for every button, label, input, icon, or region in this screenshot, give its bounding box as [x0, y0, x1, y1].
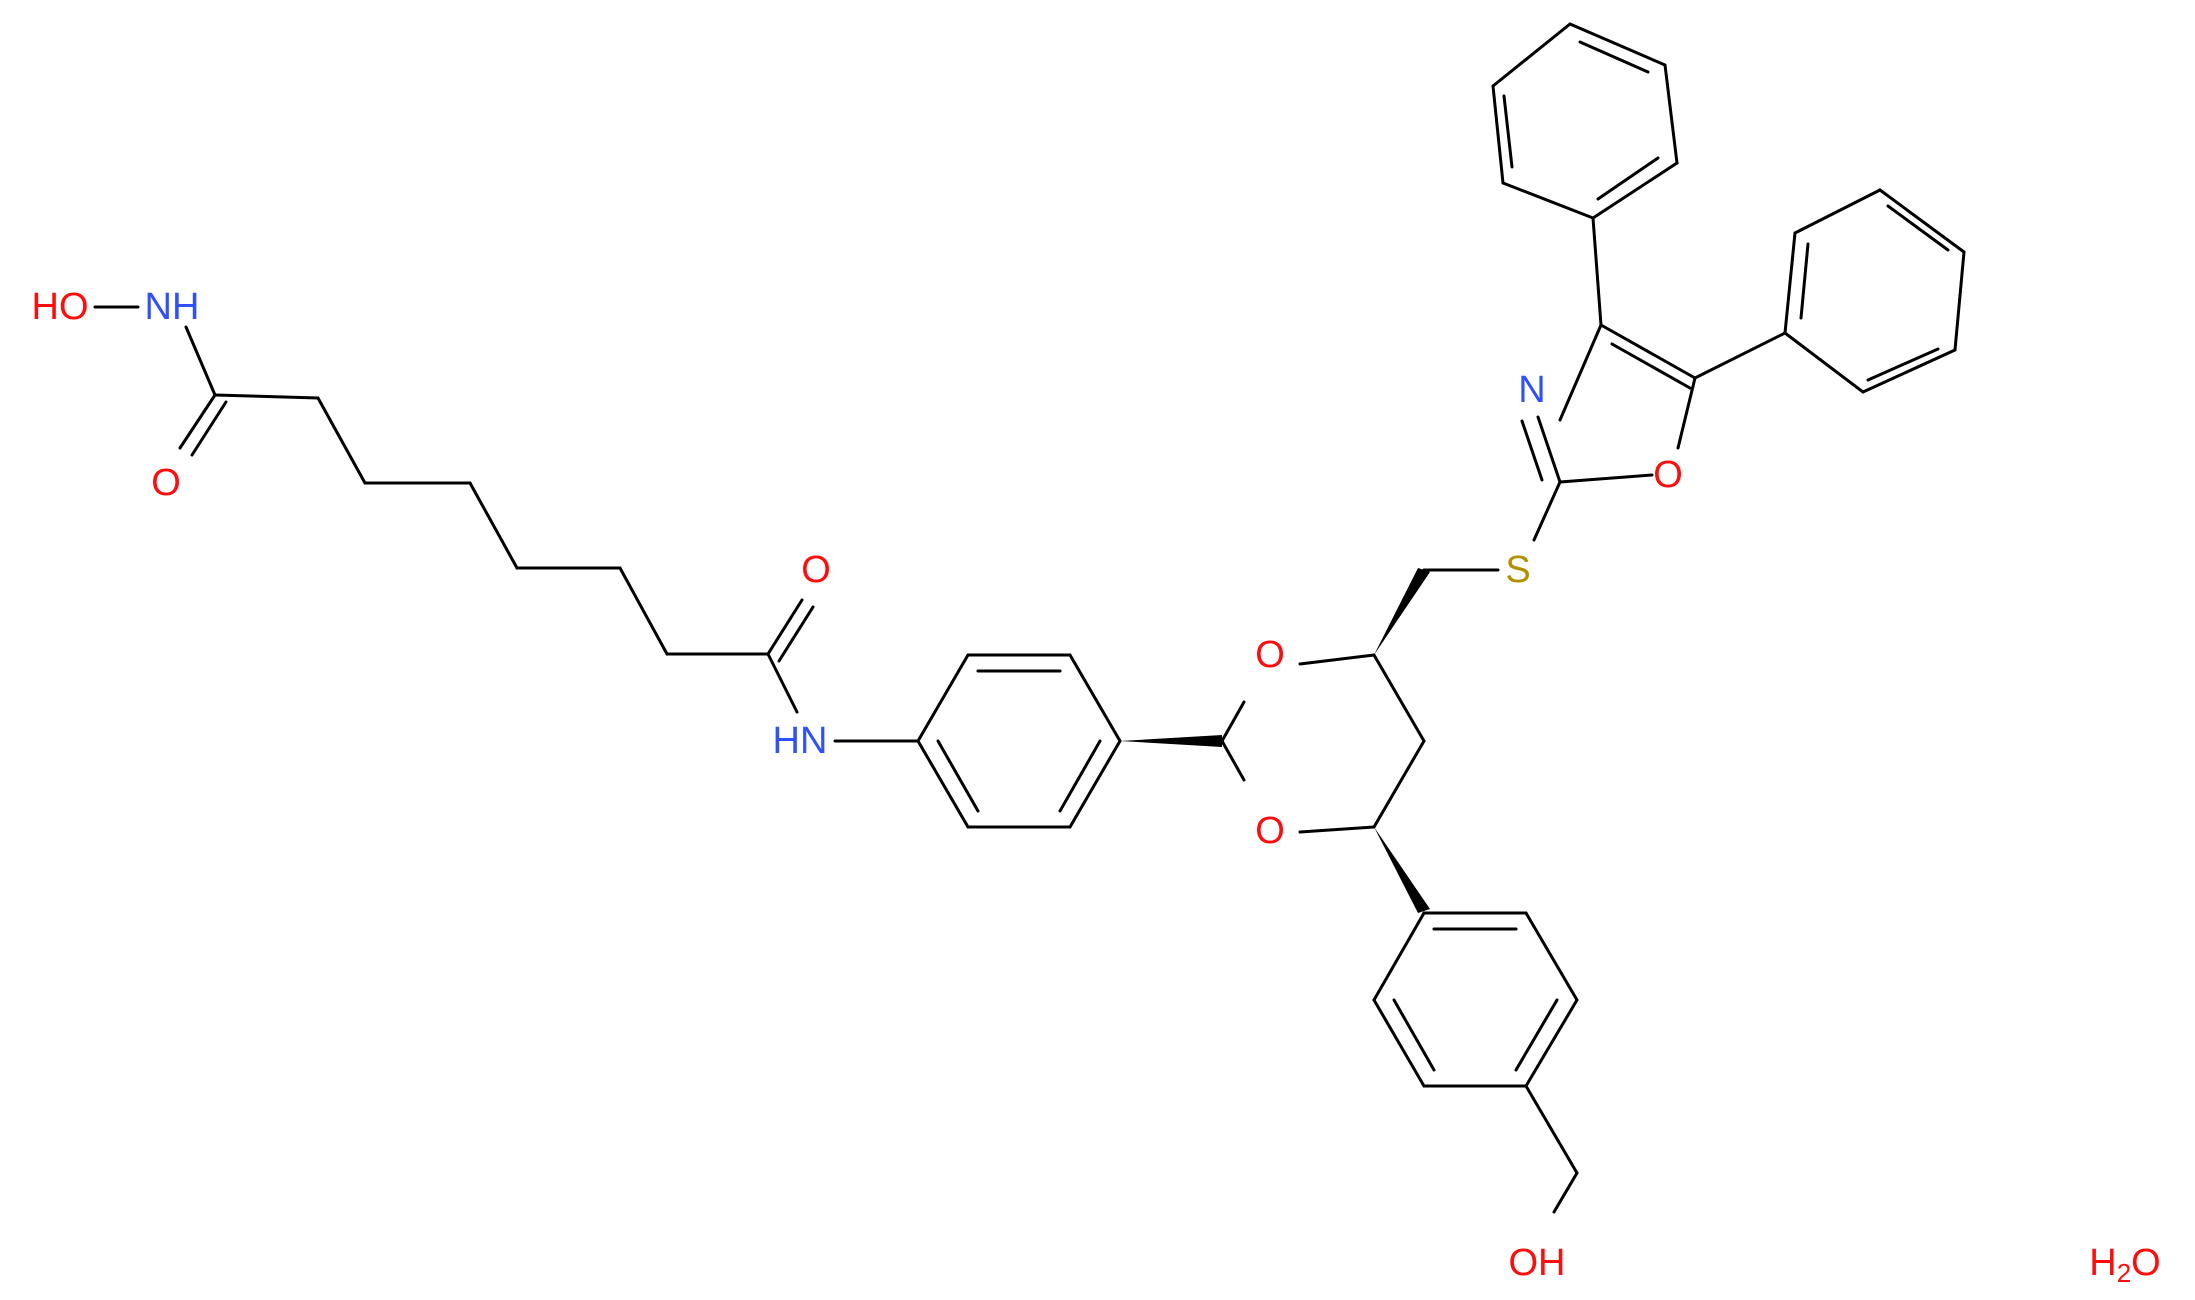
water-oxygen: O: [2131, 1242, 2161, 1284]
hydroxamic-nh-label: NH: [145, 286, 200, 328]
dioxane-oxygen-bottom-label: O: [1255, 810, 1285, 852]
water-subscript: 2: [2117, 1258, 2131, 1288]
hydroxymethyl-oh-label: OH: [1509, 1242, 1566, 1284]
bonds: [93, 22, 1966, 1214]
hydroxamic-oxygen-label: O: [151, 462, 181, 504]
oxazole-oxygen-label: O: [1653, 454, 1683, 496]
hydroxyl-label: HO: [32, 286, 89, 328]
water-hydrogen: H: [2089, 1242, 2116, 1284]
amide-nh-label: HN: [773, 720, 828, 762]
oxazole-nitrogen-label: N: [1518, 369, 1545, 411]
water-label: H2O: [2089, 1242, 2160, 1288]
wedge-bonds: [1120, 568, 1430, 913]
amide-oxygen-label: O: [801, 549, 831, 591]
dioxane-oxygen-top-label: O: [1255, 634, 1285, 676]
sulfur-label: S: [1505, 549, 1530, 591]
atom-labels: HO NH O O HN O O S N O OH H2O: [32, 286, 2161, 1288]
